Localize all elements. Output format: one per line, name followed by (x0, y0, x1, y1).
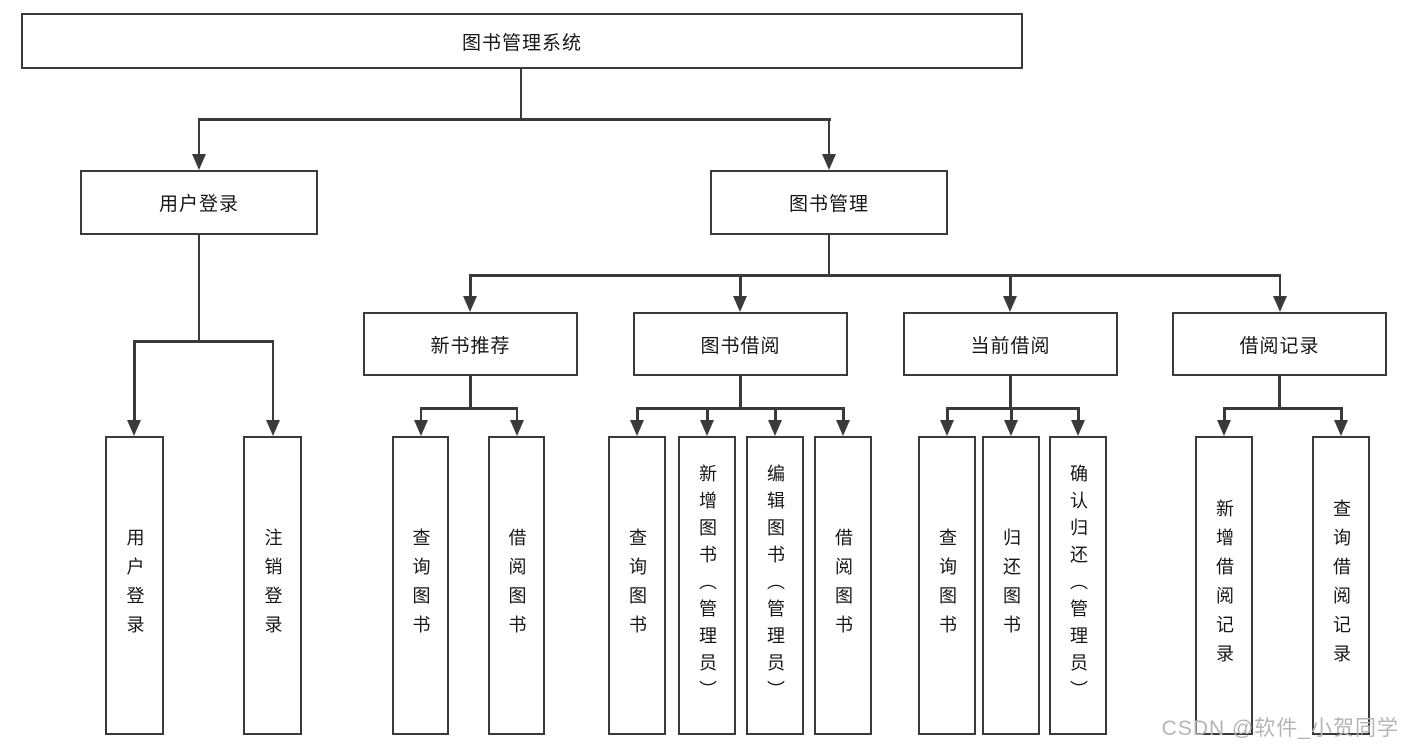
arrow-down-icon (1334, 420, 1348, 436)
leaf-confirm-return-admin-label: 确认归还（管理员） (1068, 464, 1088, 707)
connector-stem (1010, 407, 1013, 422)
node-user-login-label: 用户登录 (158, 194, 239, 215)
arrow-down-icon (1217, 420, 1231, 436)
arrow-down-icon (463, 296, 477, 312)
leaf-edit-books-admin: 编辑图书（管理员） (746, 436, 804, 735)
arrow-down-icon (1071, 420, 1085, 436)
arrow-down-icon (822, 154, 836, 170)
leaf-user-login: 用户登录 (105, 436, 164, 735)
node-borrow-records-label: 借阅记录 (1239, 335, 1320, 357)
connector-vline (739, 376, 742, 409)
leaf-rec-borrow-books: 借阅图书 (488, 436, 545, 735)
leaf-borrow-books-label: 借阅图书 (833, 527, 853, 644)
connector-hline (946, 407, 1079, 410)
node-borrow-records: 借阅记录 (1172, 312, 1387, 376)
leaf-current-query-books: 查询图书 (918, 436, 976, 735)
leaf-rec-borrow-books-label: 借阅图书 (506, 527, 527, 644)
arrow-down-icon (836, 420, 850, 436)
leaf-query-borrow-record: 查询借阅记录 (1312, 436, 1370, 735)
connector-stem (1077, 407, 1080, 422)
connector-stem (271, 340, 274, 422)
arrow-down-icon (1272, 296, 1287, 312)
leaf-add-books-admin-label: 新增图书（管理员） (697, 464, 717, 707)
arrow-down-icon (1003, 296, 1017, 312)
node-book-borrow-label: 图书借阅 (700, 335, 781, 357)
arrow-down-icon (265, 420, 280, 436)
arrow-down-icon (509, 420, 524, 436)
connector-hline (197, 118, 832, 121)
connector-stem (1009, 274, 1012, 298)
connector-vline (1278, 376, 1281, 409)
connector-vline (197, 235, 201, 341)
connector-stem (515, 407, 518, 422)
leaf-current-query-books-label: 查询图书 (937, 527, 957, 644)
leaf-borrow-books: 借阅图书 (814, 436, 872, 735)
arrow-down-icon (1004, 420, 1018, 436)
leaf-add-borrow-record-label: 新增借阅记录 (1214, 498, 1234, 673)
leaf-edit-books-admin-label: 编辑图书（管理员） (765, 464, 785, 707)
connector-stem (706, 407, 709, 422)
node-book-borrow: 图书借阅 (633, 312, 848, 376)
leaf-add-borrow-record: 新增借阅记录 (1195, 436, 1253, 735)
connector-hline (469, 274, 1280, 277)
arrow-down-icon (127, 420, 141, 436)
connector-hline (1223, 407, 1342, 410)
csdn-watermark: CSDN @软件_小贺同学 (1161, 717, 1399, 740)
arrow-down-icon (630, 420, 644, 436)
leaf-confirm-return-admin: 确认归还（管理员） (1049, 436, 1107, 735)
connector-vline (469, 376, 472, 409)
connector-vline (1009, 376, 1012, 409)
connector-stem (946, 407, 949, 422)
arrow-down-icon (700, 420, 714, 436)
leaf-logout: 注销登录 (243, 436, 302, 735)
leaf-rec-query-books-label: 查询图书 (410, 527, 431, 644)
connector-stem (1223, 407, 1226, 422)
leaf-add-books-admin: 新增图书（管理员） (678, 436, 736, 735)
connector-vline (827, 235, 831, 276)
connector-stem (739, 274, 742, 298)
node-root: 图书管理系统 (21, 13, 1023, 69)
connector-stem (419, 407, 422, 422)
connector-stem (469, 274, 472, 298)
arrow-down-icon (733, 296, 747, 312)
connector-hline (419, 407, 518, 410)
arrow-down-icon (413, 420, 428, 436)
node-new-book-rec-label: 新书推荐 (430, 335, 511, 357)
connector-stem (1340, 407, 1343, 422)
arrow-down-icon (940, 420, 954, 436)
node-book-mgmt: 图书管理 (710, 170, 948, 235)
leaf-borrow-query-books-label: 查询图书 (627, 527, 647, 644)
node-current-borrow-label: 当前借阅 (970, 335, 1051, 357)
leaf-rec-query-books: 查询图书 (392, 436, 449, 735)
connector-stem (774, 407, 777, 422)
connector-stem (827, 118, 831, 156)
leaf-borrow-query-books: 查询图书 (608, 436, 666, 735)
leaf-return-books-label: 归还图书 (1001, 527, 1021, 644)
connector-stem (842, 407, 845, 422)
node-book-mgmt-label: 图书管理 (788, 194, 869, 215)
connector-stem (636, 407, 639, 422)
leaf-user-login-label: 用户登录 (124, 527, 145, 644)
connector-vline (519, 69, 523, 119)
connector-hline (133, 340, 274, 343)
node-current-borrow: 当前借阅 (903, 312, 1118, 376)
connector-stem (1278, 274, 1281, 298)
arrow-down-icon (768, 420, 782, 436)
arrow-down-icon (192, 154, 206, 170)
connector-stem (197, 118, 201, 156)
leaf-query-borrow-record-label: 查询借阅记录 (1331, 498, 1351, 673)
node-user-login: 用户登录 (80, 170, 318, 235)
leaf-logout-label: 注销登录 (262, 527, 283, 644)
node-new-book-rec: 新书推荐 (363, 312, 578, 376)
connector-stem (133, 340, 136, 422)
connector-hline (636, 407, 844, 410)
node-root-label: 图书管理系统 (461, 32, 582, 54)
leaf-return-books: 归还图书 (982, 436, 1040, 735)
